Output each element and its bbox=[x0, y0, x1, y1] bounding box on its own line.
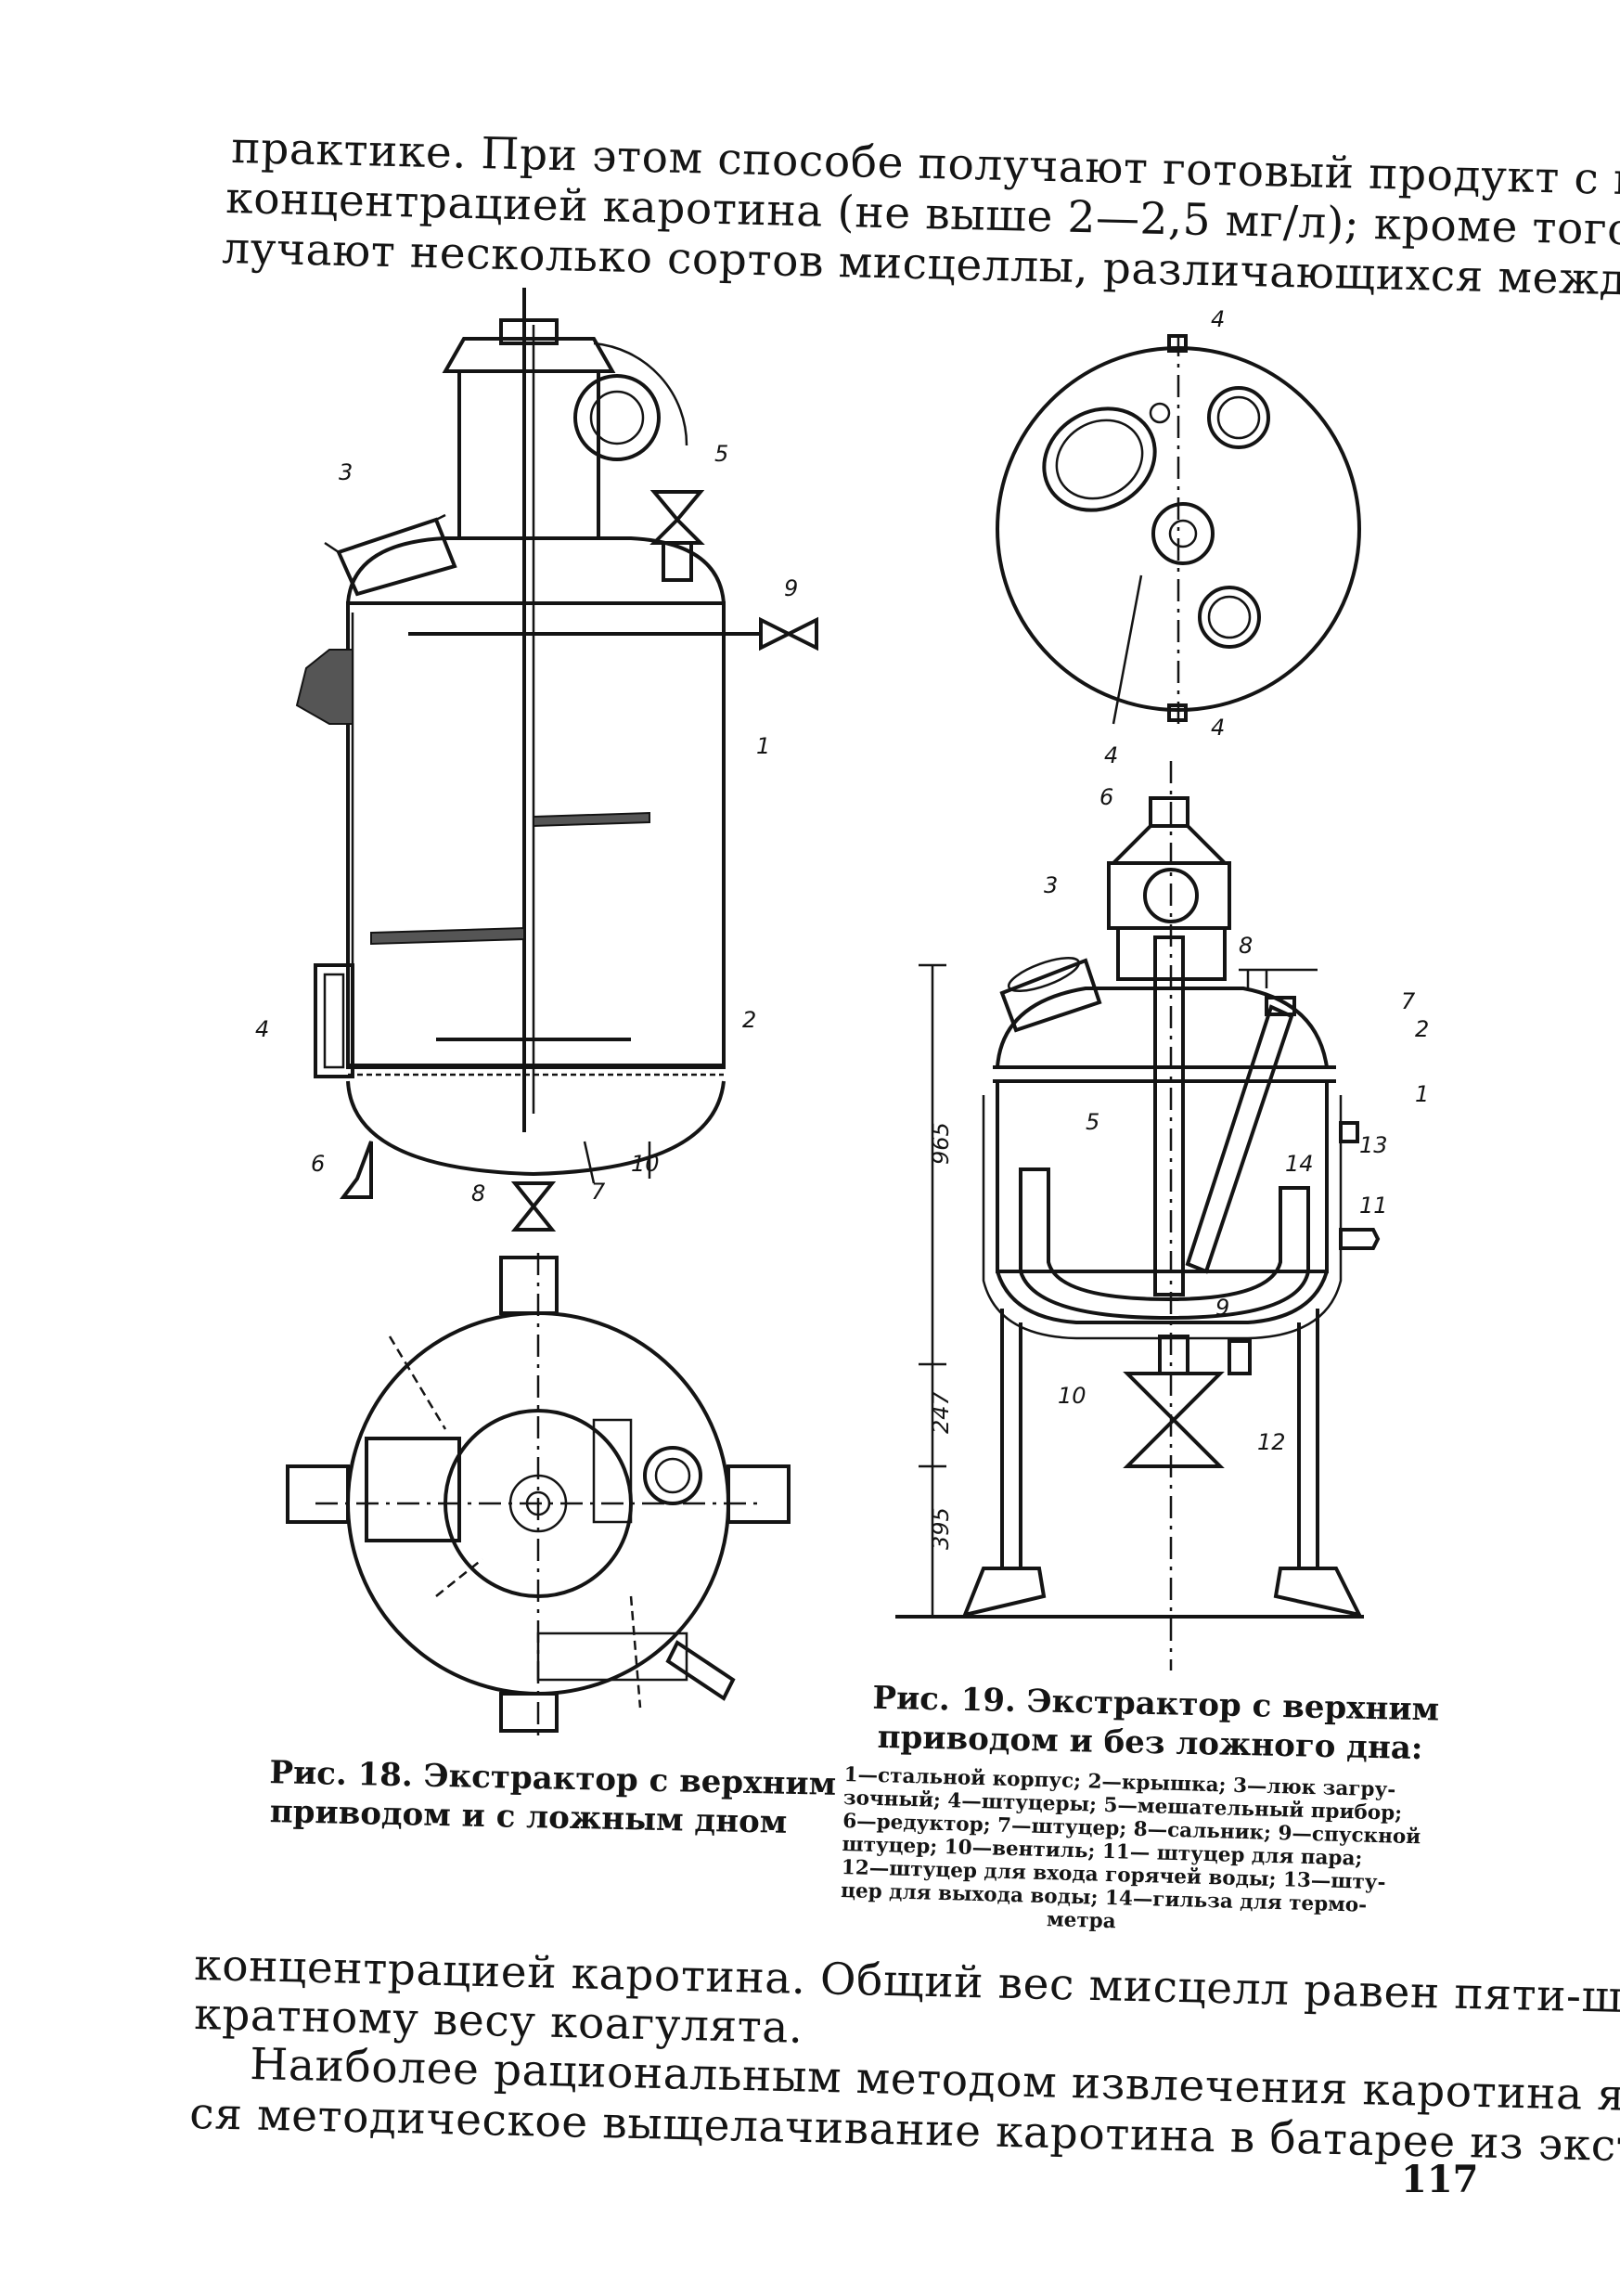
fig19-callout-12: 12 bbox=[1257, 1429, 1286, 1455]
fig18-elevation-drawing bbox=[295, 288, 818, 1232]
page-number: 117 bbox=[1401, 2158, 1479, 2201]
fig19-caption: Рис. 19. Экстрактор с верхним приводом и… bbox=[871, 1679, 1439, 1769]
fig18-callout-2: 2 bbox=[742, 1007, 757, 1033]
fig19-dimension-965: 965 bbox=[928, 1122, 954, 1165]
fig19-dimension-395: 395 bbox=[928, 1507, 954, 1550]
fig18-callout-8: 8 bbox=[471, 1180, 486, 1206]
fig19-callout-10: 10 bbox=[1058, 1383, 1086, 1409]
fig18-plan-drawing bbox=[286, 1253, 791, 1735]
fig19-callout-4-right: 4 bbox=[1211, 715, 1226, 741]
fig18-callout-10: 10 bbox=[631, 1151, 660, 1177]
fig19-elevation-drawing bbox=[895, 761, 1381, 1670]
fig19-callout-13: 13 bbox=[1359, 1132, 1388, 1158]
fig19-legend: 1—стальной корпус; 2—крышка; 3—люк загру… bbox=[840, 1763, 1457, 1942]
fig19-callout-5: 5 bbox=[1086, 1109, 1100, 1135]
fig19-callout-2: 2 bbox=[1415, 1016, 1430, 1042]
fig19-callout-1: 1 bbox=[1415, 1081, 1430, 1107]
fig19-callout-11: 11 bbox=[1359, 1193, 1388, 1219]
fig19-callout-4-top: 4 bbox=[1211, 306, 1226, 332]
fig18-callout-4: 4 bbox=[255, 1016, 270, 1042]
fig18-callout-1: 1 bbox=[756, 733, 771, 759]
fig19-callout-8: 8 bbox=[1239, 933, 1254, 959]
fig19-callout-6: 6 bbox=[1099, 784, 1114, 810]
fig19-callout-9: 9 bbox=[1215, 1295, 1230, 1321]
fig19-dimension-247: 247 bbox=[928, 1391, 954, 1434]
fig19-plan-drawing bbox=[996, 334, 1361, 725]
fig18-callout-5: 5 bbox=[714, 441, 729, 467]
fig18-callout-3: 3 bbox=[339, 459, 354, 485]
fig19-callout-14: 14 bbox=[1285, 1151, 1314, 1177]
fig19-callout-4-bottom: 4 bbox=[1104, 742, 1119, 768]
fig19-callout-7: 7 bbox=[1401, 988, 1416, 1014]
fig18-callout-6: 6 bbox=[311, 1151, 326, 1177]
fig19-callout-3: 3 bbox=[1044, 872, 1059, 898]
fig18-caption: Рис. 18. Экстрактор с верхним приводом и… bbox=[268, 1753, 836, 1842]
fig18-callout-7: 7 bbox=[591, 1179, 606, 1205]
fig18-callout-9: 9 bbox=[784, 575, 799, 601]
